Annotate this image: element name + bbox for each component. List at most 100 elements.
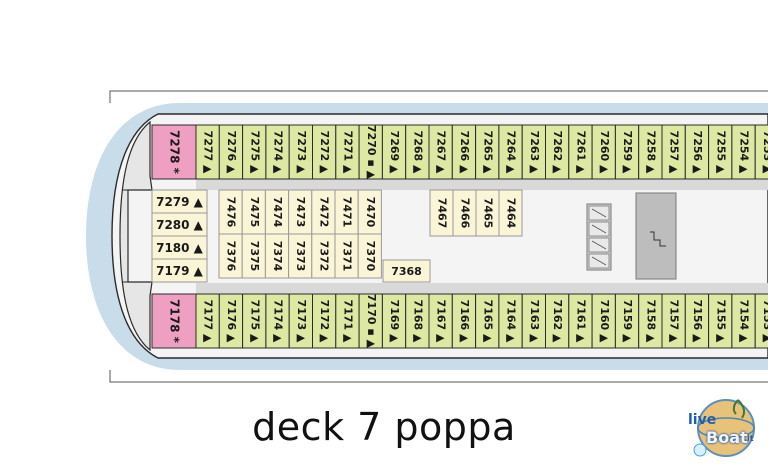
cabin-7266[interactable]: 7266 ▲ xyxy=(451,124,477,180)
cabin-label: 7467 xyxy=(436,198,449,229)
cabin-7261[interactable]: 7261 ▲ xyxy=(568,124,593,180)
top-cabin-row: 7278 * 7277 ▲7276 ▲ 7275 ▲ 7274 ▲7273 ▲7272… xyxy=(151,124,768,180)
cabin-label: 7260 ▲ xyxy=(598,131,611,174)
cabin-7275[interactable]: 7275 ▲ xyxy=(242,124,267,180)
cabin-7256[interactable]: 7256 ▲ xyxy=(684,124,710,180)
cabin-7166[interactable]: 7166 ▲ xyxy=(451,293,477,349)
cabin-7370[interactable]: 7370 xyxy=(357,233,382,279)
cabin-label: 7376 xyxy=(225,241,238,272)
cabin-7368[interactable]: 7368 xyxy=(382,259,431,283)
cabin-7474[interactable]: 7474 xyxy=(264,189,290,235)
cabin-7171[interactable]: 7171 ▲ xyxy=(335,293,360,349)
cabin-7262[interactable]: 7262 ▲ xyxy=(545,124,570,180)
cabin-7265[interactable]: 7265 ▲ xyxy=(475,124,500,180)
cabin-7279[interactable]: 7279 ▲ xyxy=(151,189,208,214)
elevator-shaft xyxy=(635,192,677,280)
cabin-7157[interactable]: 7157 ▲ xyxy=(661,293,686,349)
cabin-7273[interactable]: 7273 ▲ xyxy=(288,124,314,180)
cabin-label: 7277 ▲ xyxy=(202,131,215,174)
cabin-label: 7172 ▲ xyxy=(318,300,331,343)
cabin-7156[interactable]: 7156 ▲ xyxy=(684,293,710,349)
cabin-7465[interactable]: 7465 xyxy=(475,189,500,237)
cabin-label: 7370 xyxy=(364,241,377,272)
cabin-7372[interactable]: 7372 xyxy=(311,233,336,279)
cabin-7374[interactable]: 7374 xyxy=(264,233,290,279)
cabin-7373[interactable]: 7373 xyxy=(288,233,313,279)
cabin-7467[interactable]: 7467 xyxy=(429,189,454,237)
cabin-label: 7275 ▲ xyxy=(248,131,261,174)
cabin-7170[interactable]: 7170 ▪ ▲ xyxy=(358,293,383,349)
cabin-7180[interactable]: 7180 ▲ xyxy=(151,235,208,260)
cabin-7269[interactable]: 7269 ▲ xyxy=(381,124,407,180)
cabin-7163[interactable]: 7163 ▲ xyxy=(521,293,547,349)
cabin-label: 7374 xyxy=(271,241,284,272)
cabin-7172[interactable]: 7172 ▲ xyxy=(312,293,337,349)
cabin-7164[interactable]: 7164 ▲ xyxy=(498,293,523,349)
cabin-7162[interactable]: 7162 ▲ xyxy=(545,293,570,349)
cabin-7376[interactable]: 7376 xyxy=(218,233,243,279)
cabin-7267[interactable]: 7267 ▲ xyxy=(428,124,453,180)
cabin-7155[interactable]: 7155 ▲ xyxy=(708,293,733,349)
cabin-7160[interactable]: 7160 ▲ xyxy=(591,293,616,349)
cabin-7470[interactable]: 7470 xyxy=(357,189,382,235)
cabin-7153[interactable]: 7153 ▲ xyxy=(754,293,768,349)
cabin-7476[interactable]: 7476 xyxy=(218,189,243,235)
cabin-7475[interactable]: 7475 xyxy=(241,189,266,235)
cabin-7253[interactable]: 7253 ▲ xyxy=(754,124,768,180)
cabin-7257[interactable]: 7257 ▲ xyxy=(661,124,686,180)
cabin-7371[interactable]: 7371 xyxy=(334,233,359,279)
cabin-7272[interactable]: 7272 ▲ xyxy=(312,124,337,180)
cabin-7472[interactable]: 7472 xyxy=(311,189,336,235)
cabin-7263[interactable]: 7263 ▲ xyxy=(521,124,547,180)
cabin-7158[interactable]: 7158 ▲ xyxy=(638,293,663,349)
cabin-label: 7159 ▲ xyxy=(621,300,634,343)
cabin-7276[interactable]: 7276 ▲ xyxy=(218,124,244,180)
cabin-7264[interactable]: 7264 ▲ xyxy=(498,124,523,180)
cabin-label: 7373 xyxy=(294,241,307,272)
cabin-7179[interactable]: 7179 ▲ xyxy=(151,258,208,283)
cabin-7258[interactable]: 7258 ▲ xyxy=(638,124,663,180)
cabin-7154[interactable]: 7154 ▲ xyxy=(731,293,756,349)
cabin-label: 7169 ▲ xyxy=(388,300,401,343)
cabin-7176[interactable]: 7176 ▲ xyxy=(218,293,244,349)
cabin-7270[interactable]: 7270 ▪ ▲ xyxy=(358,124,383,180)
cabin-7280[interactable]: 7280 ▲ xyxy=(151,212,208,237)
cabin-7254[interactable]: 7254 ▲ xyxy=(731,124,756,180)
cabin-7175[interactable]: 7175 ▲ xyxy=(242,293,267,349)
cabin-7169[interactable]: 7169 ▲ xyxy=(381,293,407,349)
cabin-7260[interactable]: 7260 ▲ xyxy=(591,124,616,180)
cabin-7165[interactable]: 7165 ▲ xyxy=(475,293,500,349)
cabin-label: 7471 xyxy=(341,197,354,228)
cabin-7375[interactable]: 7375 xyxy=(241,233,266,279)
cabin-label: 7254 ▲ xyxy=(738,131,751,174)
cabin-7471[interactable]: 7471 xyxy=(334,189,359,235)
cabin-label: 7259 ▲ xyxy=(621,131,634,174)
cabin-7178[interactable]: 7178 * xyxy=(151,293,197,349)
cabin-label: 7264 ▲ xyxy=(505,131,518,174)
cabin-7278[interactable]: 7278 * xyxy=(151,124,197,180)
cabin-7268[interactable]: 7268 ▲ xyxy=(405,124,430,180)
cabin-7161[interactable]: 7161 ▲ xyxy=(568,293,593,349)
cabin-label: 7153 ▲ xyxy=(761,300,768,343)
cabin-7277[interactable]: 7277 ▲ xyxy=(195,124,220,180)
cabin-7274[interactable]: 7274 ▲ xyxy=(265,124,290,180)
stairs-icon xyxy=(586,203,612,271)
cabin-7159[interactable]: 7159 ▲ xyxy=(614,293,640,349)
cabin-7168[interactable]: 7168 ▲ xyxy=(405,293,430,349)
cabin-7271[interactable]: 7271 ▲ xyxy=(335,124,360,180)
cabin-7255[interactable]: 7255 ▲ xyxy=(708,124,733,180)
cabin-7167[interactable]: 7167 ▲ xyxy=(428,293,453,349)
cabin-7177[interactable]: 7177 ▲ xyxy=(195,293,220,349)
cabin-7173[interactable]: 7173 ▲ xyxy=(288,293,314,349)
cabin-label: 7266 ▲ xyxy=(458,131,471,174)
cabin-label: 7263 ▲ xyxy=(528,131,541,174)
cabin-7464[interactable]: 7464 xyxy=(498,189,523,237)
cabin-label: 7368 xyxy=(391,265,422,278)
cabin-label: 7154 ▲ xyxy=(738,300,751,343)
cabin-7259[interactable]: 7259 ▲ xyxy=(614,124,640,180)
cabin-7174[interactable]: 7174 ▲ xyxy=(265,293,290,349)
cabin-box xyxy=(382,259,431,283)
cabin-7473[interactable]: 7473 xyxy=(288,189,313,235)
cabin-7466[interactable]: 7466 xyxy=(452,189,477,237)
